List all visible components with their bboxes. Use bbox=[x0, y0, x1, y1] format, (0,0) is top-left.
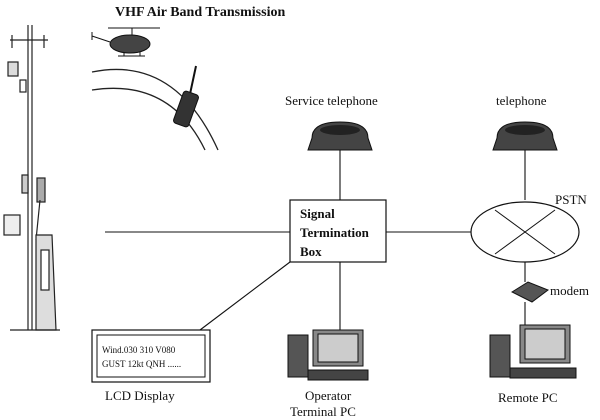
operator-pc-icon bbox=[287, 329, 369, 381]
lcd-display: Wind.030 310 V080 GUST 12kt QNH ...... bbox=[91, 329, 211, 383]
radio-waves bbox=[91, 68, 219, 151]
signal-termination-box: Signal Termination Box bbox=[289, 199, 387, 263]
operator-pc-label-2: Terminal PC bbox=[290, 404, 356, 419]
diagram-title: VHF Air Band Transmission bbox=[115, 5, 285, 20]
signal-box-line-1: Signal bbox=[300, 206, 335, 221]
operator-pc-label-1: Operator bbox=[305, 388, 352, 403]
pstn-label: PSTN bbox=[555, 192, 587, 207]
pstn-cloud bbox=[470, 201, 580, 263]
handheld-radio-icon bbox=[173, 65, 199, 128]
remote-pc-icon bbox=[489, 324, 577, 379]
lcd-line-1: Wind.030 310 V080 bbox=[102, 345, 176, 355]
modem-label: modem bbox=[550, 283, 589, 298]
remote-pc-label: Remote PC bbox=[498, 390, 558, 405]
modem-icon bbox=[510, 281, 550, 303]
lcd-line-2: GUST 12kt QNH ...... bbox=[102, 359, 181, 369]
weather-mast bbox=[3, 25, 60, 331]
telephone-label: telephone bbox=[496, 93, 547, 108]
telephone-icon bbox=[492, 121, 558, 151]
service-telephone-label: Service telephone bbox=[285, 93, 378, 108]
signal-box-line-2: Termination bbox=[300, 225, 370, 240]
helicopter-icon bbox=[91, 27, 160, 57]
service-telephone-icon bbox=[307, 121, 373, 151]
lcd-display-label: LCD Display bbox=[105, 388, 175, 403]
network-links bbox=[105, 150, 526, 331]
signal-box-line-3: Box bbox=[300, 244, 322, 259]
